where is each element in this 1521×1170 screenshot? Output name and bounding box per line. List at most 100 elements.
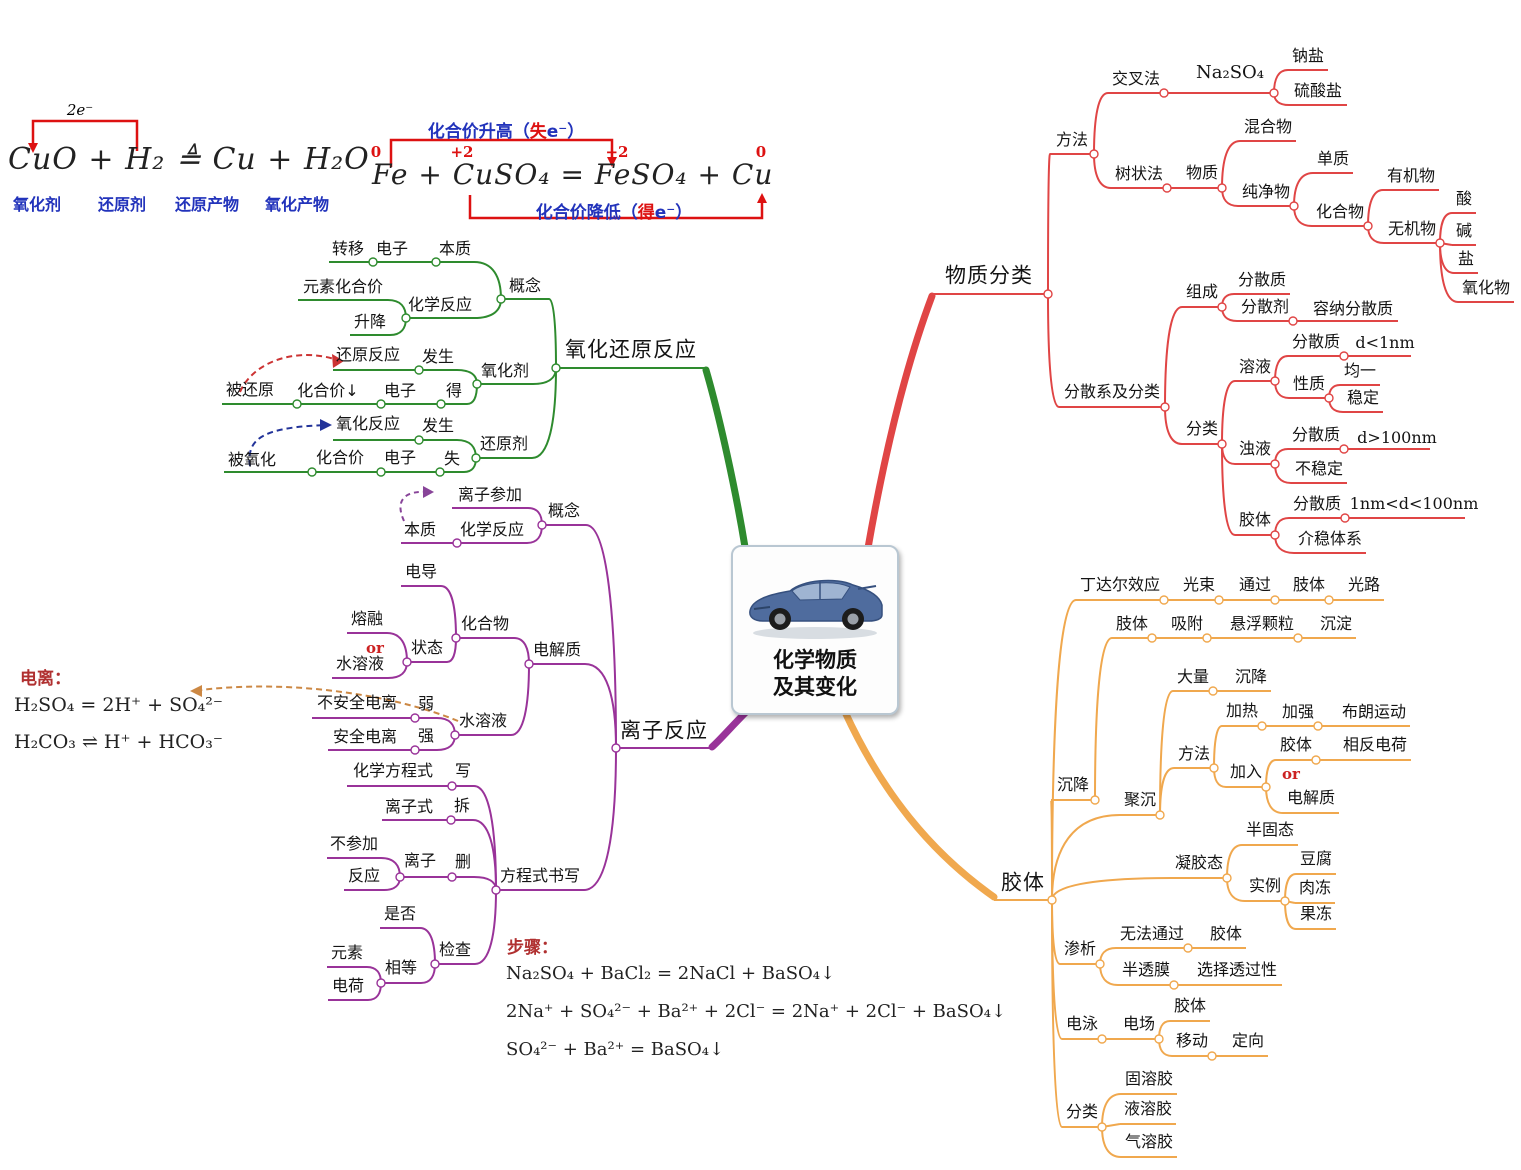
- node-oxidation-reduction-g15[interactable]: 还原剂: [479, 434, 529, 454]
- node-ionic-reaction-p19[interactable]: 化学方程式: [352, 761, 434, 781]
- node-colloid-o10[interactable]: 沉淀: [1319, 614, 1353, 634]
- node-ionic-reaction-p6[interactable]: 化合物: [460, 614, 510, 634]
- node-substance-classification-r10[interactable]: 单质: [1316, 149, 1350, 169]
- node-ionic-reaction-p10[interactable]: or: [366, 638, 384, 657]
- node-oxidation-reduction-g18[interactable]: 失: [443, 449, 461, 469]
- node-colloid-o29[interactable]: 渗析: [1063, 939, 1097, 959]
- node-oxidation-reduction-g21[interactable]: 被氧化: [227, 450, 277, 470]
- central-topic-node[interactable]: 化学物质 及其变化: [731, 545, 899, 715]
- node-substance-classification[interactable]: 物质分类: [945, 263, 1033, 288]
- node-colloid-o31[interactable]: 胶体: [1209, 924, 1243, 944]
- node-ionic-reaction-p26[interactable]: 检查: [438, 940, 472, 960]
- node-substance-classification-r29[interactable]: 稳定: [1346, 388, 1380, 408]
- node-colloid-o32[interactable]: 半透膜: [1121, 960, 1171, 980]
- node-substance-classification-r2[interactable]: 交叉法: [1111, 69, 1161, 89]
- node-substance-classification-r14[interactable]: 酸: [1455, 189, 1473, 209]
- node-substance-classification-r21[interactable]: 分散剂: [1240, 297, 1290, 317]
- node-colloid-o37[interactable]: 移动: [1175, 1031, 1209, 1051]
- node-oxidation-reduction-g5[interactable]: 化学反应: [407, 295, 473, 315]
- node-oxidation-reduction-g14[interactable]: 被还原: [225, 380, 275, 400]
- node-substance-classification-r35[interactable]: 分散质: [1292, 494, 1342, 514]
- node-oxidation-reduction-g6[interactable]: 元素化合价: [302, 277, 384, 297]
- node-oxidation-reduction-g9[interactable]: 发生: [421, 347, 455, 367]
- node-ionic-reaction-p13[interactable]: 弱: [417, 694, 435, 714]
- node-substance-classification-r28[interactable]: 均一: [1343, 361, 1377, 381]
- node-ionic-reaction-p24[interactable]: 不参加: [329, 834, 379, 854]
- node-colloid-o2[interactable]: 光束: [1182, 575, 1216, 595]
- node-oxidation-reduction-g19[interactable]: 电子: [383, 448, 417, 468]
- node-colloid-o39[interactable]: 分类: [1065, 1102, 1099, 1122]
- node-substance-classification-r30[interactable]: 浊液: [1238, 439, 1272, 459]
- node-substance-classification-r31[interactable]: 分散质: [1291, 425, 1341, 445]
- node-substance-classification-r9[interactable]: 纯净物: [1241, 182, 1291, 202]
- node-ionic-reaction-p7[interactable]: 电导: [404, 562, 438, 582]
- node-colloid-o38[interactable]: 定向: [1231, 1031, 1265, 1051]
- node-substance-classification-r18[interactable]: 分散系及分类: [1063, 382, 1161, 402]
- node-substance-classification-r15[interactable]: 碱: [1455, 221, 1473, 241]
- node-substance-classification-r23[interactable]: 分类: [1185, 419, 1219, 439]
- node-colloid-o11[interactable]: 聚沉: [1123, 790, 1157, 810]
- node-colloid-o25[interactable]: 实例: [1248, 876, 1282, 896]
- node-colloid-o12[interactable]: 大量: [1176, 667, 1210, 687]
- node-ionic-reaction-p2[interactable]: 离子参加: [457, 485, 523, 505]
- node-colloid-o15[interactable]: 加热: [1225, 701, 1259, 721]
- node-colloid-o9[interactable]: 悬浮颗粒: [1229, 614, 1295, 634]
- node-oxidation-reduction-g1[interactable]: 概念: [508, 276, 542, 296]
- node-colloid-o7[interactable]: 肢体: [1115, 614, 1149, 634]
- node-ionic-reaction-p15[interactable]: 强: [417, 726, 435, 746]
- node-colloid-o17[interactable]: 布朗运动: [1341, 702, 1407, 722]
- node-oxidation-reduction-g11[interactable]: 得: [445, 381, 463, 401]
- node-colloid[interactable]: 胶体: [1001, 870, 1045, 895]
- node-ionic-reaction-p22[interactable]: 删: [454, 852, 472, 872]
- node-colloid-o26[interactable]: 豆腐: [1299, 849, 1333, 869]
- node-ionic-reaction-p17[interactable]: 方程式书写: [499, 866, 581, 886]
- node-ionic-reaction-p9[interactable]: 熔融: [350, 609, 384, 629]
- node-ionic-reaction-p16[interactable]: 安全电离: [332, 727, 398, 747]
- node-substance-classification-r37[interactable]: 介稳体系: [1297, 529, 1363, 549]
- node-colloid-o23[interactable]: 凝胶态: [1174, 853, 1224, 873]
- node-colloid-o4[interactable]: 肢体: [1292, 575, 1326, 595]
- node-ionic-reaction-p20[interactable]: 拆: [453, 796, 471, 816]
- node-colloid-o34[interactable]: 电泳: [1065, 1014, 1099, 1034]
- node-substance-classification-r11[interactable]: 化合物: [1315, 202, 1365, 222]
- node-oxidation-reduction-g20[interactable]: 化合价: [315, 448, 365, 468]
- node-substance-classification-r13[interactable]: 无机物: [1387, 219, 1437, 239]
- node-substance-classification-r7[interactable]: 物质: [1185, 163, 1219, 183]
- node-substance-classification-r16[interactable]: 盐: [1457, 249, 1475, 269]
- node-oxidation-reduction-g3[interactable]: 电子: [375, 239, 409, 259]
- node-ionic-reaction-p8[interactable]: 状态: [410, 638, 444, 658]
- node-ionic-reaction-p27[interactable]: 是否: [383, 904, 417, 924]
- node-colloid-o40[interactable]: 固溶胶: [1124, 1069, 1174, 1089]
- node-colloid-o14[interactable]: 方法: [1177, 744, 1211, 764]
- node-colloid-o5[interactable]: 光路: [1347, 575, 1381, 595]
- node-oxidation-reduction-g12[interactable]: 电子: [383, 381, 417, 401]
- node-substance-classification-r17[interactable]: 氧化物: [1461, 278, 1511, 298]
- node-oxidation-reduction-g17[interactable]: 氧化反应: [335, 414, 401, 434]
- node-substance-classification-r22[interactable]: 容纳分散质: [1312, 299, 1394, 319]
- node-ionic-reaction-p23[interactable]: 离子: [403, 851, 437, 871]
- node-substance-classification-r33[interactable]: 不稳定: [1294, 459, 1344, 479]
- node-ionic-reaction-p25[interactable]: 反应: [347, 866, 381, 886]
- node-colloid-o8[interactable]: 吸附: [1170, 614, 1204, 634]
- node-colloid-o21[interactable]: or: [1282, 764, 1300, 783]
- node-substance-classification-r32[interactable]: d>100nm: [1357, 428, 1437, 448]
- node-substance-classification-r27[interactable]: 性质: [1292, 374, 1326, 394]
- node-colloid-o24[interactable]: 半固态: [1245, 820, 1295, 840]
- node-colloid-o28[interactable]: 果冻: [1299, 904, 1333, 924]
- node-colloid-o27[interactable]: 肉冻: [1298, 878, 1332, 898]
- node-oxidation-reduction-g2[interactable]: 本质: [438, 239, 472, 259]
- node-colloid-o3[interactable]: 通过: [1238, 575, 1272, 595]
- node-ionic-reaction-p30[interactable]: 电荷: [331, 976, 365, 996]
- node-substance-classification-r8[interactable]: 混合物: [1243, 117, 1293, 137]
- node-colloid-o1[interactable]: 丁达尔效应: [1079, 575, 1161, 595]
- node-substance-classification-r19[interactable]: 组成: [1185, 282, 1219, 302]
- node-colloid-o6[interactable]: 沉降: [1056, 775, 1090, 795]
- node-colloid-o30[interactable]: 无法通过: [1119, 924, 1185, 944]
- node-substance-classification-r6[interactable]: 树状法: [1114, 164, 1164, 184]
- node-substance-classification-r25[interactable]: 分散质: [1291, 332, 1341, 352]
- node-colloid-o13[interactable]: 沉降: [1234, 667, 1268, 687]
- node-ionic-reaction-p12[interactable]: 水溶液: [458, 711, 508, 731]
- node-substance-classification-r34[interactable]: 胶体: [1238, 510, 1272, 530]
- node-oxidation-reduction-g7[interactable]: 升降: [353, 312, 387, 332]
- node-substance-classification-r4[interactable]: 钠盐: [1291, 46, 1325, 66]
